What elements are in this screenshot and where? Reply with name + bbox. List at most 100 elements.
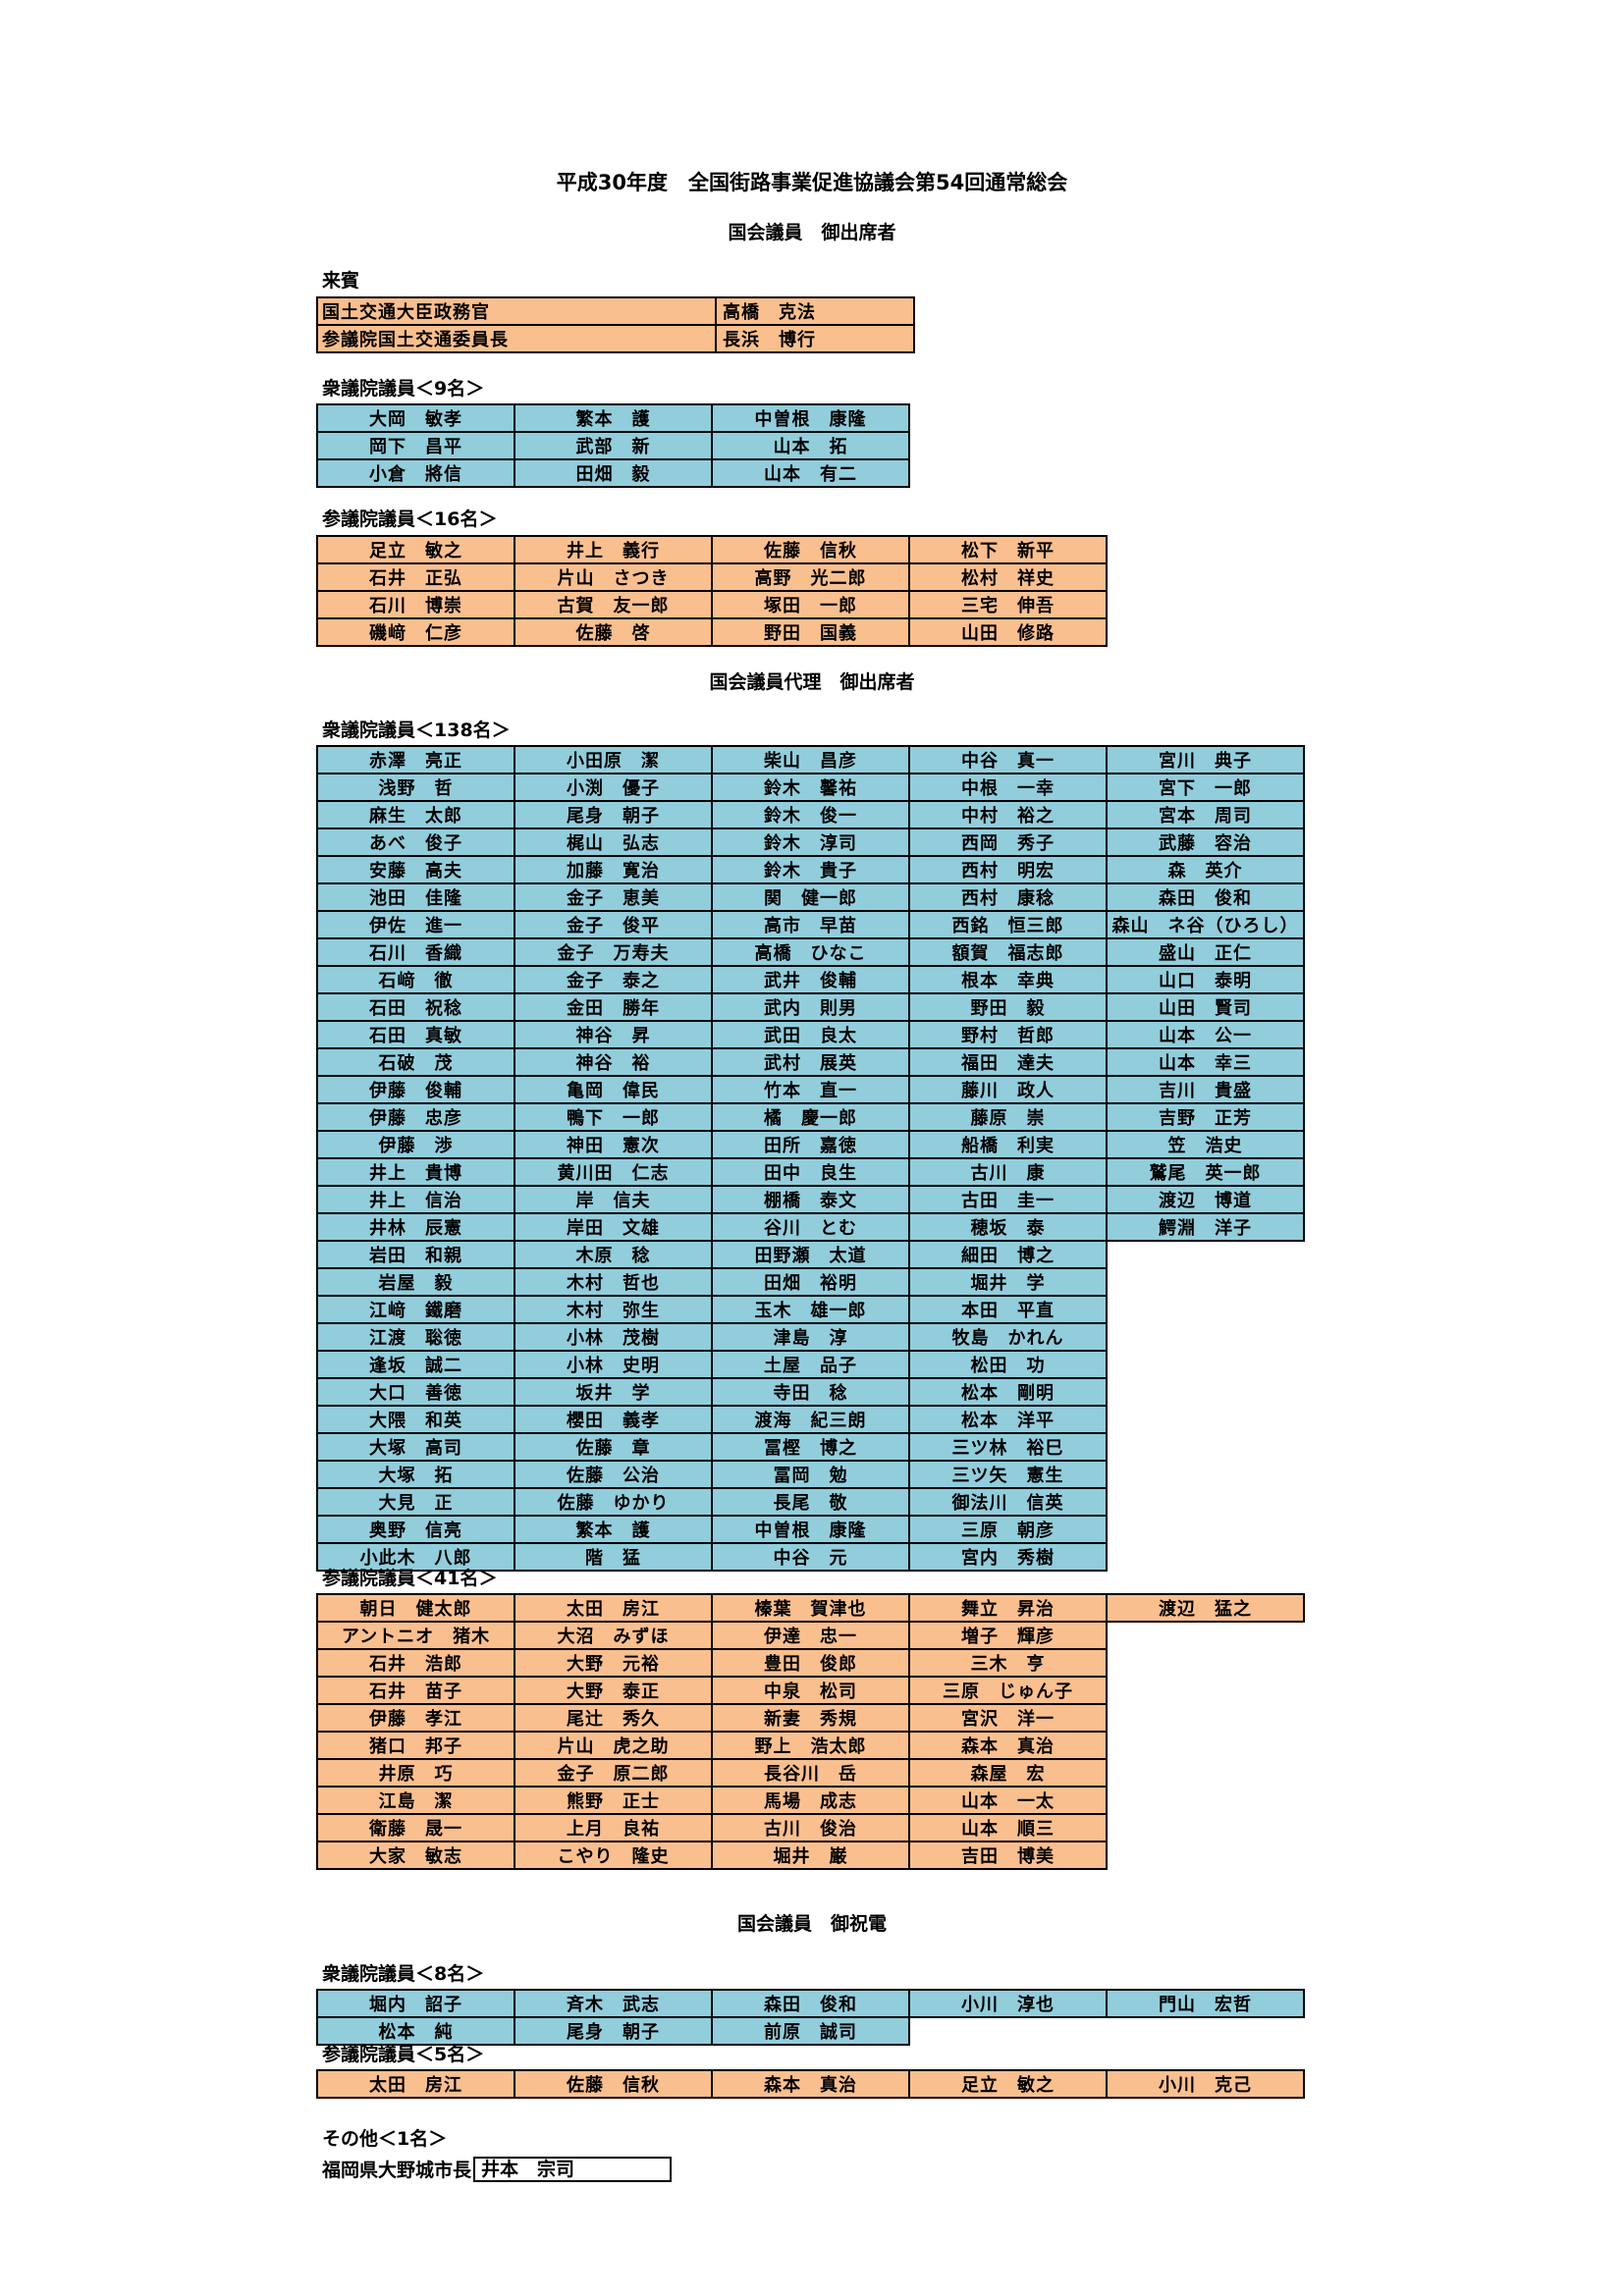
name-cell: 豊田 俊郎 xyxy=(711,1648,910,1678)
name-cell: 小倉 將信 xyxy=(316,458,515,488)
name-cell: 足立 敏之 xyxy=(316,535,515,564)
name-cell: 森山 ネ谷（ひろし） xyxy=(1106,910,1305,939)
name-cell: 長谷川 岳 xyxy=(711,1758,910,1788)
name-cell: 金子 原二郎 xyxy=(514,1758,713,1788)
name-cell: 尾身 朝子 xyxy=(514,2016,713,2046)
name-cell: 中根 一幸 xyxy=(908,773,1108,802)
name-cell xyxy=(1107,1268,1304,1296)
name-cell: 伊藤 渉 xyxy=(316,1130,515,1159)
table-row: 衛藤 晟一上月 良祐古川 俊治山本 順三 xyxy=(316,1813,1304,1842)
name-cell: 武内 則男 xyxy=(711,992,910,1022)
name-cell: 金子 俊平 xyxy=(514,910,713,939)
table-row: 大塚 高司佐藤 章冨樫 博之三ツ林 裕巳 xyxy=(316,1432,1304,1462)
name-cell xyxy=(1107,1461,1304,1488)
name-cell: 盛山 正仁 xyxy=(1106,937,1305,967)
name-cell: 梶山 弘志 xyxy=(514,828,713,857)
name-cell: 江島 潔 xyxy=(316,1786,515,1815)
other-entry: 福岡県大野城市長 井本 宗司 xyxy=(322,2156,673,2182)
name-cell: 岡下 昌平 xyxy=(316,431,515,460)
name-cell: 寺田 稔 xyxy=(711,1377,910,1407)
name-cell: 繁本 護 xyxy=(514,403,713,433)
name-cell: 山本 一太 xyxy=(908,1786,1108,1815)
name-cell: 朝日 健太郎 xyxy=(316,1593,515,1623)
name-cell xyxy=(1107,1787,1304,1814)
name-cell: 福田 達夫 xyxy=(908,1047,1108,1077)
name-cell: 小田原 潔 xyxy=(514,745,713,774)
name-cell: 金子 恵美 xyxy=(514,882,713,912)
name-cell: 斉木 武志 xyxy=(514,1989,713,2018)
name-cell: 吉田 博美 xyxy=(908,1841,1108,1870)
table-row: 足立 敏之井上 義行佐藤 信秋松下 新平 xyxy=(316,535,1108,564)
name-cell: 片山 さつき xyxy=(514,562,713,592)
name-cell: 大岡 敏孝 xyxy=(316,403,515,433)
name-cell: 森屋 宏 xyxy=(908,1758,1108,1788)
table-row: 岩田 和親木原 稔田野瀬 太道細田 博之 xyxy=(316,1240,1304,1269)
name-cell: 伊佐 進一 xyxy=(316,910,515,939)
name-cell: 長浜 博行 xyxy=(715,324,915,353)
name-cell: 関 健一郎 xyxy=(711,882,910,912)
table-row: 小倉 將信田畑 毅山本 有二 xyxy=(316,458,910,488)
name-cell: 鰐淵 洋子 xyxy=(1106,1212,1305,1242)
name-cell: 参議院国土交通委員長 xyxy=(316,324,717,353)
name-cell: 佐藤 信秋 xyxy=(711,535,910,564)
name-cell: 岸田 文雄 xyxy=(514,1212,713,1242)
name-cell: 石井 苗子 xyxy=(316,1676,515,1705)
table-row: 磯﨑 仁彦佐藤 啓野田 国義山田 修路 xyxy=(316,617,1108,647)
table-row: 朝日 健太郎太田 房江榛葉 賀津也舞立 昇治渡辺 猛之 xyxy=(316,1593,1305,1623)
name-cell: 浅野 哲 xyxy=(316,773,515,802)
name-cell: 塚田 一郎 xyxy=(711,590,910,619)
name-cell: こやり 隆史 xyxy=(514,1841,713,1870)
proxy-sangiin-label: 参議院議員＜41名＞ xyxy=(322,1568,498,1589)
table-row: 小此木 八郎階 猛中谷 元宮内 秀樹 xyxy=(316,1542,1304,1572)
name-cell: 石田 祝稔 xyxy=(316,992,515,1022)
other-role: 福岡県大野城市長 xyxy=(322,2160,472,2181)
name-cell: 柴山 昌彦 xyxy=(711,745,910,774)
name-cell: 額賀 福志郎 xyxy=(908,937,1108,967)
name-cell: 馬場 成志 xyxy=(711,1786,910,1815)
name-cell: 鈴木 貴子 xyxy=(711,855,910,884)
name-cell: 井林 辰憲 xyxy=(316,1212,515,1242)
table-row: あべ 俊子梶山 弘志鈴木 淳司西岡 秀子武藤 容治 xyxy=(316,828,1305,857)
name-cell: 国土交通大臣政務官 xyxy=(316,296,717,326)
table-row: 伊藤 忠彦鴨下 一郎橘 慶一郎藤原 崇吉野 正芳 xyxy=(316,1102,1305,1132)
name-cell: 松本 剛明 xyxy=(908,1377,1108,1407)
name-cell: 津島 淳 xyxy=(711,1322,910,1352)
name-cell: 田中 良生 xyxy=(711,1157,910,1187)
name-cell: 冨岡 勉 xyxy=(711,1460,910,1489)
proxy-heading: 国会議員代理 御出席者 xyxy=(709,671,915,693)
table-row: 石井 正弘片山 さつき高野 光二郎松村 祥史 xyxy=(316,562,1108,592)
table-row: 井原 巧金子 原二郎長谷川 岳森屋 宏 xyxy=(316,1758,1304,1788)
name-cell: 松下 新平 xyxy=(908,535,1108,564)
name-cell: 大家 敏志 xyxy=(316,1841,515,1870)
name-cell xyxy=(1107,1814,1304,1842)
table-row: 石田 祝稔金田 勝年武内 則男野田 毅山田 賢司 xyxy=(316,992,1305,1022)
name-cell xyxy=(1107,1649,1304,1677)
name-cell: 亀岡 偉民 xyxy=(514,1075,713,1104)
table-row: 江﨑 鐵磨木村 弥生玉木 雄一郎本田 平直 xyxy=(316,1295,1304,1324)
proxy-shugiin-table: 赤澤 亮正小田原 潔柴山 昌彦中谷 真一宮川 典子浅野 哲小渕 優子鈴木 馨祐中… xyxy=(316,745,1305,1572)
name-cell: 佐藤 信秋 xyxy=(514,2069,713,2099)
name-cell: 鈴木 俊一 xyxy=(711,800,910,829)
name-cell: 大見 正 xyxy=(316,1487,515,1517)
name-cell: 野田 国義 xyxy=(711,617,910,647)
name-cell: 伊達 忠一 xyxy=(711,1621,910,1650)
name-cell xyxy=(1107,1516,1304,1543)
name-cell: 土屋 品子 xyxy=(711,1350,910,1379)
name-cell: 武田 良太 xyxy=(711,1020,910,1049)
name-cell: 棚橋 泰文 xyxy=(711,1185,910,1214)
table-row: 石田 真敏神谷 昇武田 良太野村 哲郎山本 公一 xyxy=(316,1020,1305,1049)
name-cell: 岩屋 毅 xyxy=(316,1267,515,1297)
name-cell: 佐藤 啓 xyxy=(514,617,713,647)
name-cell: 三宅 伸吾 xyxy=(908,590,1108,619)
name-cell: 森 英介 xyxy=(1106,855,1305,884)
name-cell: 松田 功 xyxy=(908,1350,1108,1379)
page-title: 平成30年度 全国街路事業促進協議会第54回通常総会 xyxy=(556,171,1068,194)
name-cell: 中曽根 康隆 xyxy=(711,403,910,433)
name-cell: 笠 浩史 xyxy=(1106,1130,1305,1159)
table-row: 伊佐 進一金子 俊平高市 早苗西銘 恒三郎森山 ネ谷（ひろし） xyxy=(316,910,1305,939)
name-cell: 山本 公一 xyxy=(1106,1020,1305,1049)
name-cell: 繁本 護 xyxy=(514,1515,713,1544)
table-row: 石川 博崇古賀 友一郎塚田 一郎三宅 伸吾 xyxy=(316,590,1108,619)
name-cell: 江渡 聡徳 xyxy=(316,1322,515,1352)
table-row: 江島 潔熊野 正士馬場 成志山本 一太 xyxy=(316,1786,1304,1815)
